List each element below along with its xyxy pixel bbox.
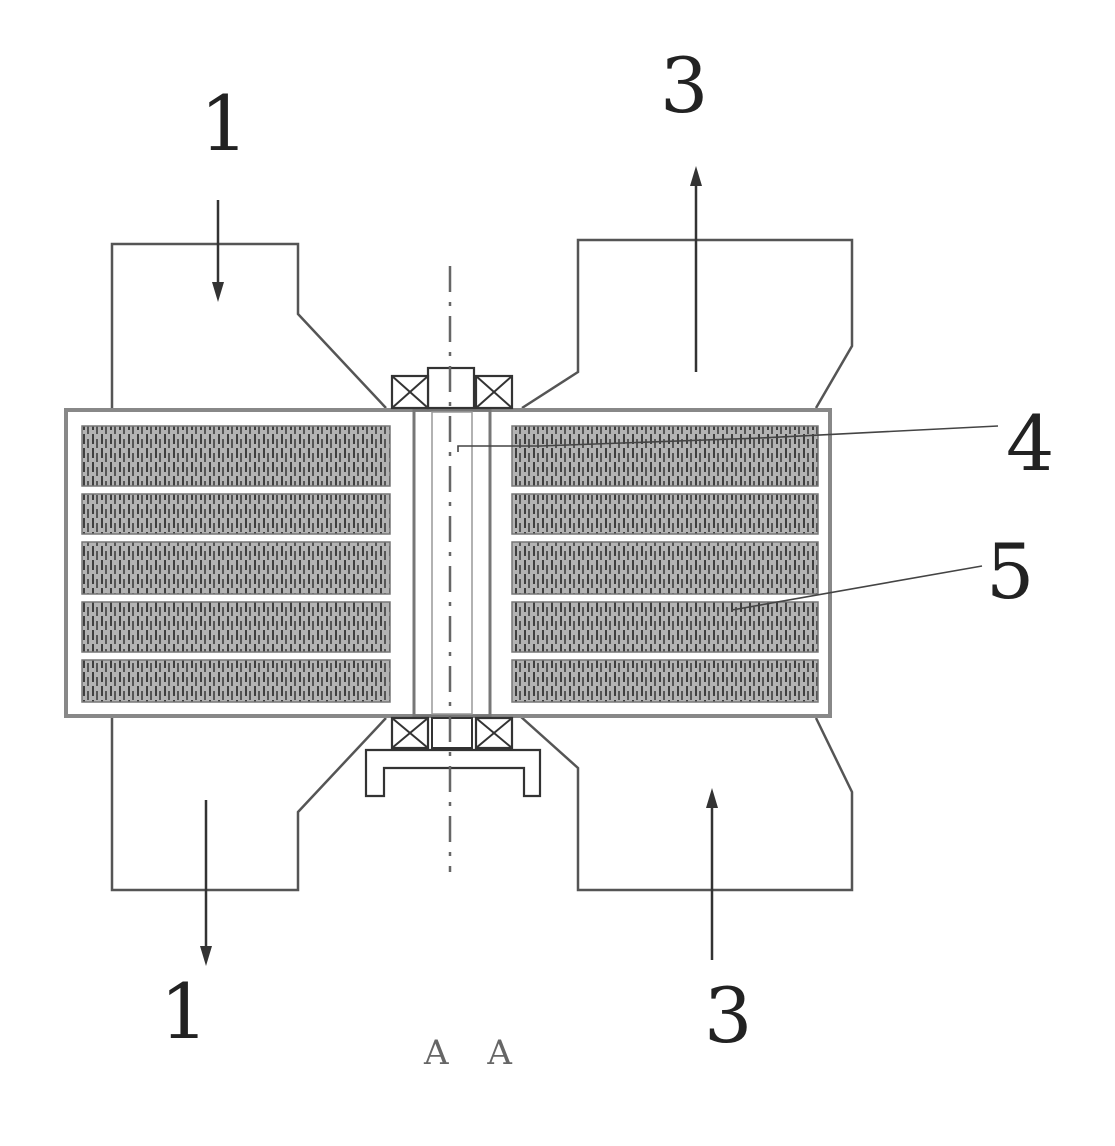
left-heat-exchange-pack xyxy=(82,426,390,702)
pack-segment xyxy=(82,542,390,594)
pack-segment xyxy=(512,494,818,534)
flow-arrow-outlet-top xyxy=(690,166,702,372)
label-outlet-bottom: 3 xyxy=(704,971,752,1060)
shaft-core xyxy=(432,412,472,714)
rotor-shaft xyxy=(414,410,490,716)
label-outlet-top: 3 xyxy=(660,41,708,130)
label-inlet-top: 1 xyxy=(200,79,248,168)
label-part-5: 5 xyxy=(986,527,1034,616)
section-caption: A A xyxy=(423,1033,526,1073)
label-part-4: 4 xyxy=(1006,399,1054,488)
right-heat-exchange-pack xyxy=(512,426,818,702)
shaft-bottom-hub xyxy=(432,718,472,748)
pack-segment xyxy=(82,602,390,652)
pack-segment xyxy=(512,602,818,652)
outlet-duct-bottom xyxy=(520,716,852,890)
pack-segment xyxy=(82,660,390,702)
inlet-duct-top xyxy=(112,244,386,410)
pack-segment xyxy=(512,542,818,594)
outlet-duct-top xyxy=(522,240,852,408)
bearing-bottom-left xyxy=(392,718,428,748)
inlet-duct-bottom xyxy=(112,718,386,890)
bearing-bottom-right xyxy=(476,718,512,748)
pack-segment xyxy=(512,660,818,702)
bearing-top-right xyxy=(476,376,512,408)
flow-arrow-inlet-bottom xyxy=(200,800,212,966)
pack-segment xyxy=(82,426,390,486)
pack-segment xyxy=(512,426,818,486)
pack-segment xyxy=(82,494,390,534)
label-inlet-bottom: 1 xyxy=(160,967,208,1056)
flow-arrow-inlet-top xyxy=(212,200,224,302)
bearing-top-left xyxy=(392,376,428,408)
flow-arrow-outlet-bottom xyxy=(706,788,718,960)
drive-bracket xyxy=(366,750,540,796)
